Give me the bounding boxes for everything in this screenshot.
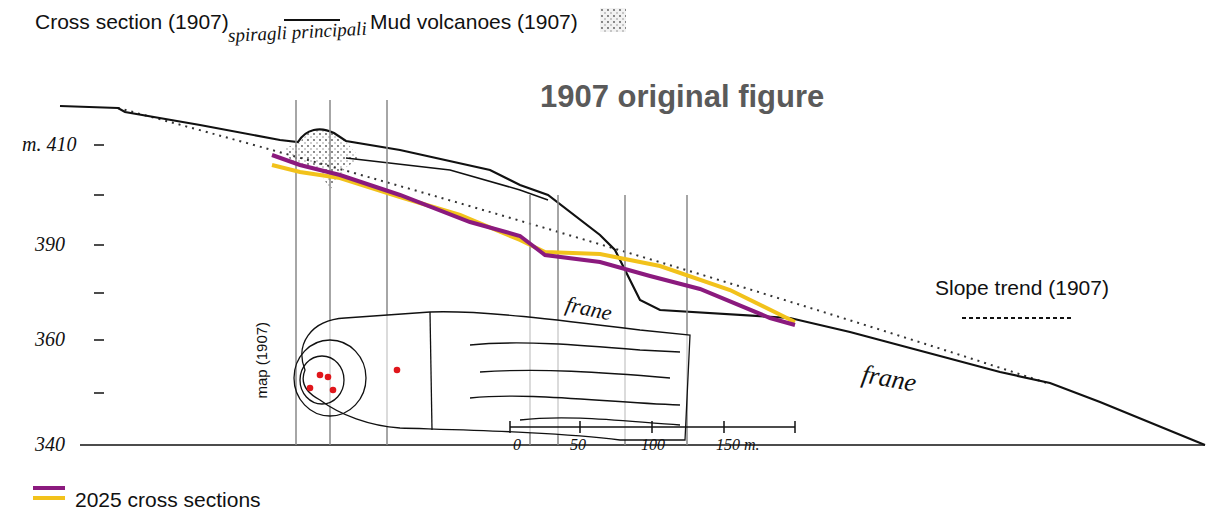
scale-number: 50 bbox=[570, 436, 586, 454]
legend-entry: 2025 cross sections bbox=[75, 488, 261, 511]
vent-dots bbox=[307, 367, 401, 394]
legend-entry: Slope trend (1907) bbox=[935, 276, 1109, 299]
scale-bar bbox=[510, 421, 795, 433]
elevation-label: 390 bbox=[35, 233, 65, 255]
map-label: map (1907) bbox=[254, 322, 271, 399]
legend-swatch bbox=[32, 480, 66, 506]
legend-swatch bbox=[960, 308, 1075, 328]
section-2025-yellow bbox=[272, 165, 795, 322]
axis bbox=[80, 145, 1205, 445]
figure-title: 1907 original figure bbox=[540, 80, 824, 114]
elevation-label: m. 410 bbox=[22, 133, 76, 155]
scale-number: 100 bbox=[641, 436, 665, 454]
layer-line bbox=[346, 158, 548, 200]
section-2025-purple bbox=[272, 155, 795, 325]
landslide-label: frane bbox=[563, 292, 613, 325]
elevation-label: 360 bbox=[35, 328, 65, 350]
legend-swatch bbox=[600, 8, 626, 32]
legend-entry: Mud volcanoes (1907) bbox=[370, 10, 578, 33]
scale-number: 0 bbox=[513, 436, 521, 454]
scale-number: 150 m. bbox=[716, 436, 760, 454]
landslide-label: frane bbox=[860, 360, 919, 398]
legend-entry: Cross section (1907) bbox=[35, 10, 229, 33]
ground-profile-1907 bbox=[60, 106, 1205, 445]
vent-label: spiragli principali bbox=[227, 19, 367, 47]
map-1907 bbox=[294, 312, 690, 440]
elevation-label: 340 bbox=[35, 433, 65, 455]
